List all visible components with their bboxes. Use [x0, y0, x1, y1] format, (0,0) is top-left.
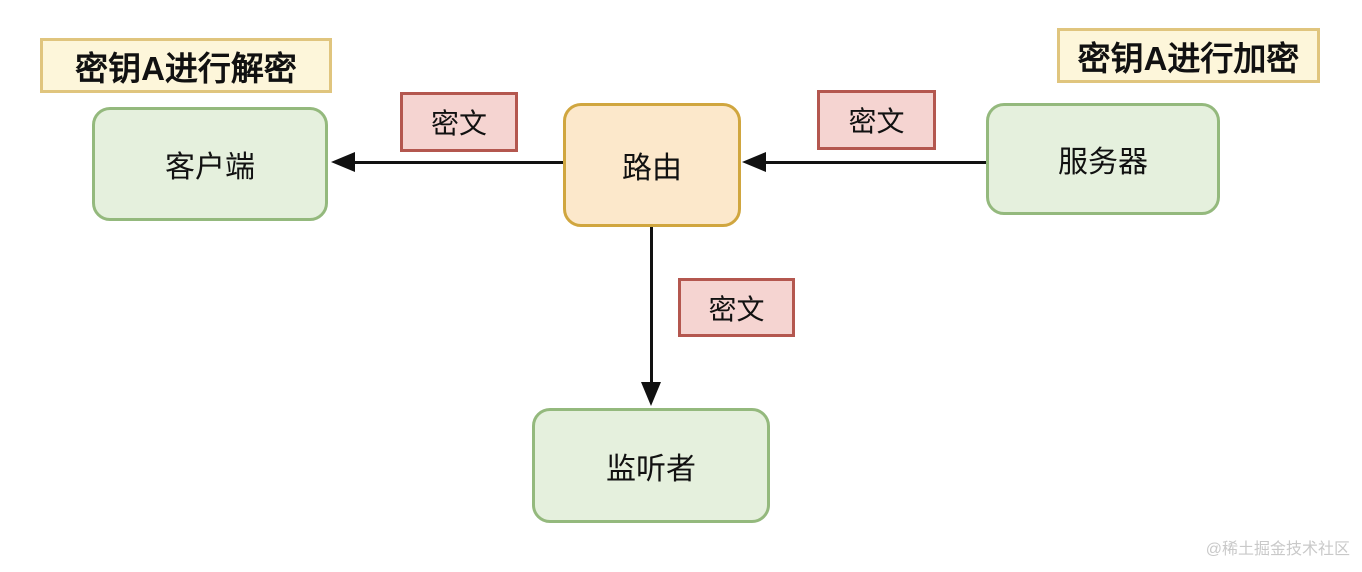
watermark-text: @稀土掘金技术社区: [1205, 541, 1350, 558]
router-node: 路由: [563, 103, 741, 227]
ciphertext-label-router-client: 密文: [400, 92, 518, 152]
arrowhead-left-icon: [331, 152, 355, 172]
arrow-line: [650, 227, 653, 385]
listener-node: 监听者: [532, 408, 770, 523]
arrowhead-down-icon: [641, 382, 661, 406]
decrypt-key-label: 密钥A进行解密: [40, 38, 332, 93]
encrypt-key-label: 密钥A进行加密: [1057, 28, 1320, 83]
ciphertext-label-server-router: 密文: [817, 90, 936, 150]
arrow-line: [352, 161, 563, 164]
client-node: 客户端: [92, 107, 328, 221]
arrowhead-left-icon: [742, 152, 766, 172]
ciphertext-label-router-listener: 密文: [678, 278, 795, 337]
server-node: 服务器: [986, 103, 1220, 215]
arrow-line: [763, 161, 986, 164]
